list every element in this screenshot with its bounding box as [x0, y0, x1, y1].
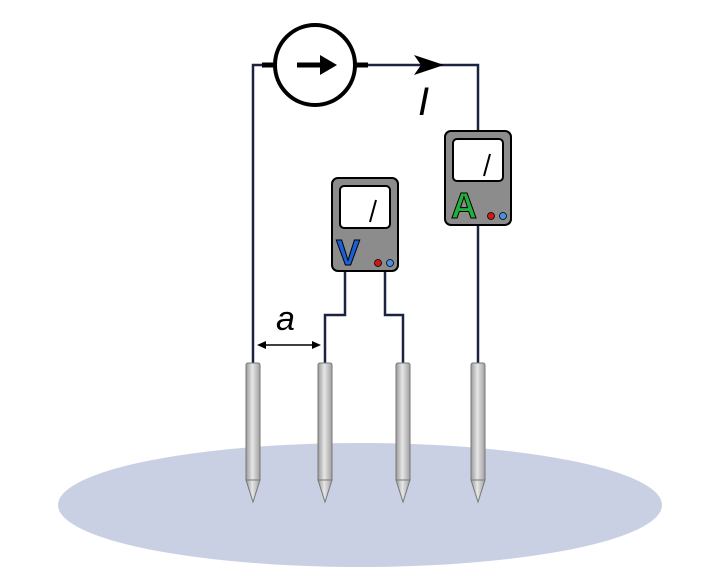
- voltmeter-needle: [369, 199, 377, 223]
- voltmeter-letter: V: [336, 232, 360, 273]
- voltmeter-terminal-red: [374, 259, 382, 267]
- voltmeter: V: [331, 177, 399, 274]
- ammeter-needle: [483, 153, 491, 177]
- voltmeter-terminal-blue: [386, 259, 394, 267]
- current-wire-right: [360, 63, 480, 130]
- ammeter-terminal-blue: [499, 212, 507, 220]
- ammeter-terminal-red: [487, 212, 495, 220]
- spacing-dimension-arrow: [257, 341, 321, 349]
- ammeter: A: [444, 130, 512, 227]
- ammeter-letter: A: [451, 185, 477, 226]
- current-label: I: [418, 80, 429, 124]
- current-wire-left: [251, 63, 274, 365]
- electrode-icon: [470, 362, 486, 504]
- current-source-icon: [262, 23, 368, 107]
- spacing-label: a: [276, 300, 295, 338]
- electrode-icon: [317, 362, 333, 504]
- electrode-icon: [395, 362, 411, 504]
- voltmeter-wire-left: [323, 272, 347, 365]
- voltmeter-display: [339, 185, 391, 229]
- ammeter-display: [452, 138, 504, 182]
- voltmeter-wire-right: [383, 272, 405, 365]
- electrode-icon: [245, 362, 261, 504]
- ground-ellipse: [58, 443, 662, 567]
- arrow-icon: [414, 55, 444, 75]
